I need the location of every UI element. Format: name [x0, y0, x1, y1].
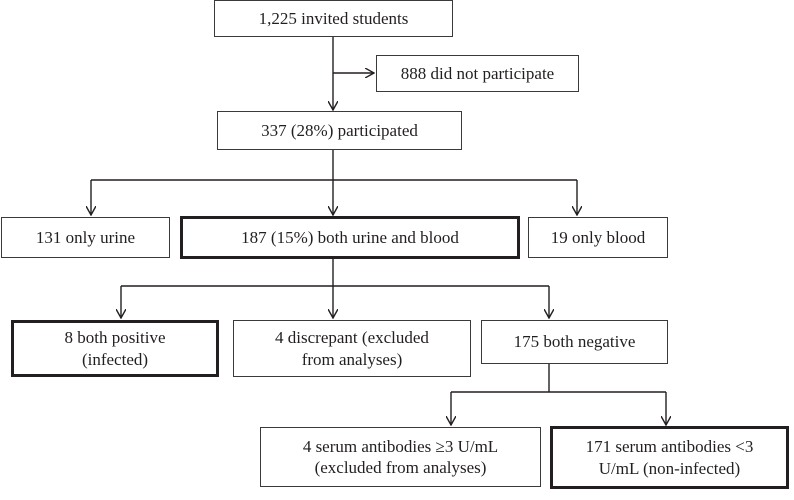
- only-blood-box: 19 only blood: [528, 217, 668, 258]
- antibodies-low-label: 171 serum antibodies <3 U/mL (non-infect…: [585, 437, 754, 478]
- antibodies-high-box: 4 serum antibodies ≥3 U/mL (excluded fro…: [260, 427, 541, 487]
- both-urine-blood-label: 187 (15%) both urine and blood: [241, 227, 459, 247]
- both-urine-blood-box: 187 (15%) both urine and blood: [180, 216, 520, 259]
- both-negative-box: 175 both negative: [481, 320, 668, 364]
- both-positive-box: 8 both positive (infected): [11, 320, 219, 377]
- not-participated-label: 888 did not participate: [400, 63, 555, 83]
- participated-box: 337 (28%) participated: [217, 111, 462, 150]
- discrepant-label: 4 discrepant (excluded from analyses): [275, 328, 429, 369]
- discrepant-box: 4 discrepant (excluded from analyses): [233, 320, 471, 377]
- antibodies-high-label: 4 serum antibodies ≥3 U/mL (excluded fro…: [302, 436, 499, 477]
- participated-label: 337 (28%) participated: [261, 120, 418, 140]
- only-urine-label: 131 only urine: [35, 227, 136, 247]
- only-urine-box: 131 only urine: [1, 217, 170, 258]
- both-negative-label: 175 both negative: [513, 332, 636, 352]
- not-participated-box: 888 did not participate: [376, 55, 579, 92]
- invited-students-label: 1,225 invited students: [258, 8, 409, 28]
- invited-students-box: 1,225 invited students: [214, 0, 453, 37]
- antibodies-low-box: 171 serum antibodies <3 U/mL (non-infect…: [550, 426, 789, 489]
- both-positive-label: 8 both positive (infected): [64, 328, 166, 369]
- only-blood-label: 19 only blood: [550, 227, 646, 247]
